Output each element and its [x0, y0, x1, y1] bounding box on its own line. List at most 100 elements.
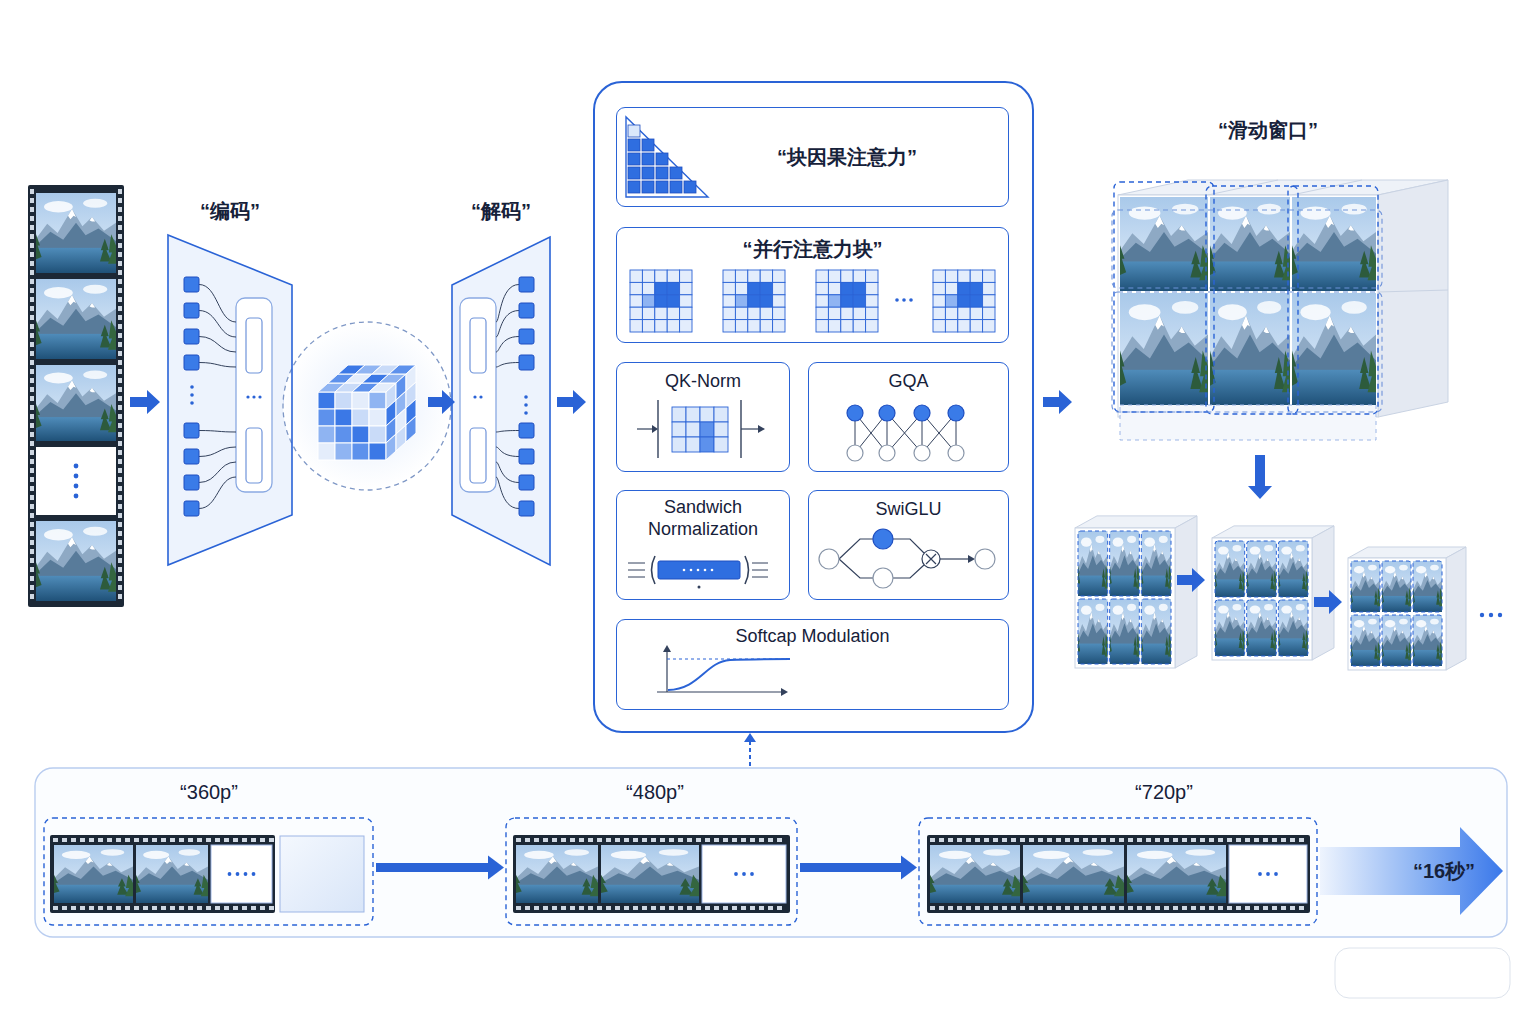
attention-cell [628, 181, 640, 193]
sprocket-hole [30, 567, 34, 572]
node-label: “480p” [626, 780, 684, 804]
layer-dot [711, 569, 714, 572]
sprocket-hole [1137, 838, 1142, 842]
attention-cell [773, 282, 785, 294]
ellipsis-dot [252, 395, 255, 398]
flow-connector [800, 856, 917, 880]
sprocket-hole [251, 838, 256, 842]
sprocket-hole [118, 351, 122, 356]
cube-front [1348, 558, 1446, 670]
sprocket-hole [71, 838, 76, 842]
sprocket-hole [1038, 906, 1043, 910]
sprocket-hole [660, 906, 665, 910]
attention-cell [828, 320, 840, 332]
attention-cell [723, 270, 735, 282]
sprocket-hole [30, 252, 34, 257]
latent-cell [406, 416, 416, 442]
sprocket-hole [233, 906, 238, 910]
blank-frame [1229, 845, 1307, 903]
cube-front [1075, 528, 1175, 668]
sprocket-hole [118, 585, 122, 590]
attention-cell [700, 422, 714, 437]
node-label: QK-Norm [665, 371, 741, 393]
attention-cell [773, 295, 785, 307]
node-label: “块因果注意力” [777, 145, 917, 169]
latent-cell [369, 409, 386, 426]
sprocket-hole [543, 906, 548, 910]
window-outline [1413, 561, 1442, 612]
cube-side [1446, 547, 1466, 670]
sprocket-hole [62, 906, 67, 910]
sprocket-hole [30, 405, 34, 410]
attention-cell [667, 307, 679, 319]
ellipsis-dot [190, 401, 194, 405]
bracket [652, 556, 656, 584]
neuron-link [199, 337, 236, 353]
kv-head [847, 445, 863, 461]
sprocket-hole [759, 906, 764, 910]
neuron-link [496, 363, 519, 368]
arrow-head [488, 856, 504, 880]
sprocket-hole [30, 270, 34, 275]
node-label: GQA [888, 371, 928, 393]
sprocket-hole [118, 531, 122, 536]
attention-cell [630, 320, 642, 332]
node-label: “解码” [471, 199, 531, 223]
sprocket-hole [118, 225, 122, 230]
causal-triangle [626, 117, 708, 197]
landscape-frame [1278, 600, 1308, 656]
norm-line [752, 570, 768, 571]
sprocket-hole [1245, 906, 1250, 910]
label-holder: GQA [809, 371, 1008, 393]
sprocket-hole [30, 243, 34, 248]
attention-cell [816, 295, 828, 307]
sprocket-hole [224, 838, 229, 842]
sprocket-hole [1281, 838, 1286, 842]
attention-cell [667, 295, 679, 307]
landscape-frame [1141, 531, 1171, 596]
sprocket-hole [1254, 838, 1259, 842]
sprocket-hole [1263, 838, 1268, 842]
sprocket-hole [1254, 906, 1259, 910]
neuron [519, 423, 534, 438]
neuron-link [199, 447, 236, 457]
sprocket-hole [143, 906, 148, 910]
sprocket-hole [1110, 906, 1115, 910]
window-outline [1247, 600, 1277, 656]
sprocket-hole [30, 351, 34, 356]
sprocket-hole [30, 378, 34, 383]
attention-cell [642, 282, 654, 294]
multiply-node [922, 550, 940, 568]
latent-cell [318, 426, 335, 443]
sprocket-hole [705, 838, 710, 842]
sprocket-hole [118, 243, 122, 248]
sprocket-hole [118, 360, 122, 365]
label-holder: Sandwich Normalization [627, 497, 779, 540]
sprocket-hole [759, 838, 764, 842]
attention-cell [945, 307, 957, 319]
attention-cell [853, 270, 865, 282]
sprocket-hole [1092, 906, 1097, 910]
sprocket-hole [30, 486, 34, 491]
encoder-trapezoid: “编码” [166, 195, 294, 567]
sprocket-hole [768, 906, 773, 910]
norm-line [628, 570, 645, 571]
sprocket-hole [687, 838, 692, 842]
landscape-frame [516, 845, 598, 903]
attention-cell [735, 295, 747, 307]
resolution-box [44, 818, 373, 925]
sprocket-hole [1245, 838, 1250, 842]
node-label: “360p” [180, 780, 238, 804]
neuron-link [199, 363, 236, 368]
sprocket-hole [534, 838, 539, 842]
sprocket-hole [251, 906, 256, 910]
attention-cell [958, 307, 970, 319]
axis [663, 645, 671, 652]
connector-line [800, 863, 902, 872]
ellipsis-dot [190, 393, 194, 397]
attention-cell [945, 320, 957, 332]
blank-frame [36, 447, 116, 515]
latent-space [283, 322, 451, 490]
neuron-link [496, 285, 519, 323]
